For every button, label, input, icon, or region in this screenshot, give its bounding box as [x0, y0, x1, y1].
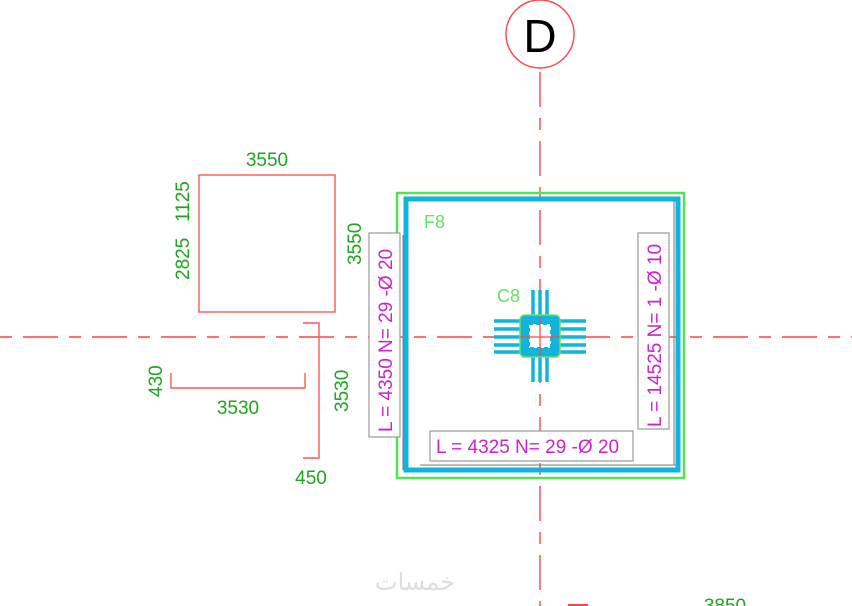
grid-bubble[interactable]: D	[505, 0, 575, 69]
l-bar-dim-hook: 450	[295, 468, 327, 489]
bent-bar-outline	[170, 373, 306, 389]
bar-mark-left-box	[368, 232, 401, 438]
stirrup-dim-left-lower: 2825	[173, 238, 194, 280]
stirrup-dim-top: 3550	[246, 150, 288, 171]
bar-mark-bottom[interactable]: L = 4325 N= 29 -Ø 20	[429, 430, 634, 462]
bar-mark-bottom-text: L = 4325 N= 29 -Ø 20	[436, 437, 619, 458]
bar-mark-right[interactable]: L = 14525 N= 1 -Ø 10	[637, 232, 670, 430]
l-bar-dim-vertical: 3530	[332, 370, 353, 412]
stirrup-dim-left-upper: 1125	[173, 181, 194, 222]
footing-label: F8	[424, 212, 445, 232]
column[interactable]: C8	[494, 286, 586, 382]
bar-mark-left-text: L = 4350 N= 29 -Ø 20	[376, 249, 397, 432]
bar-shape-stirrup[interactable]: 3550 1125 2825 3550	[173, 150, 366, 313]
grid-bubble-label: D	[523, 10, 556, 62]
bar-mark-bottom-box	[429, 430, 634, 462]
bent-bar-dim-hook: 430	[146, 365, 167, 397]
bent-bar-dim-length: 3530	[217, 398, 259, 419]
bar-mark-right-text: L = 14525 N= 1 -Ø 10	[645, 244, 666, 427]
bar-mark-right-box	[637, 232, 670, 430]
bottom-right-dimension: 3850	[704, 596, 746, 606]
stirrup-dim-right: 3550	[345, 223, 366, 265]
watermark-logo: خمسات	[375, 568, 455, 596]
bar-shape-bent[interactable]: 430 3530	[146, 365, 306, 419]
column-label: C8	[497, 286, 520, 306]
grid-bubble-circle	[505, 0, 575, 69]
stirrup-outline	[198, 174, 336, 313]
bar-shape-l[interactable]: 3530 450	[295, 322, 353, 489]
l-bar-outline	[303, 322, 320, 459]
bar-mark-left[interactable]: L = 4350 N= 29 -Ø 20	[368, 232, 401, 438]
footing-rebar-mesh[interactable]	[403, 196, 681, 473]
